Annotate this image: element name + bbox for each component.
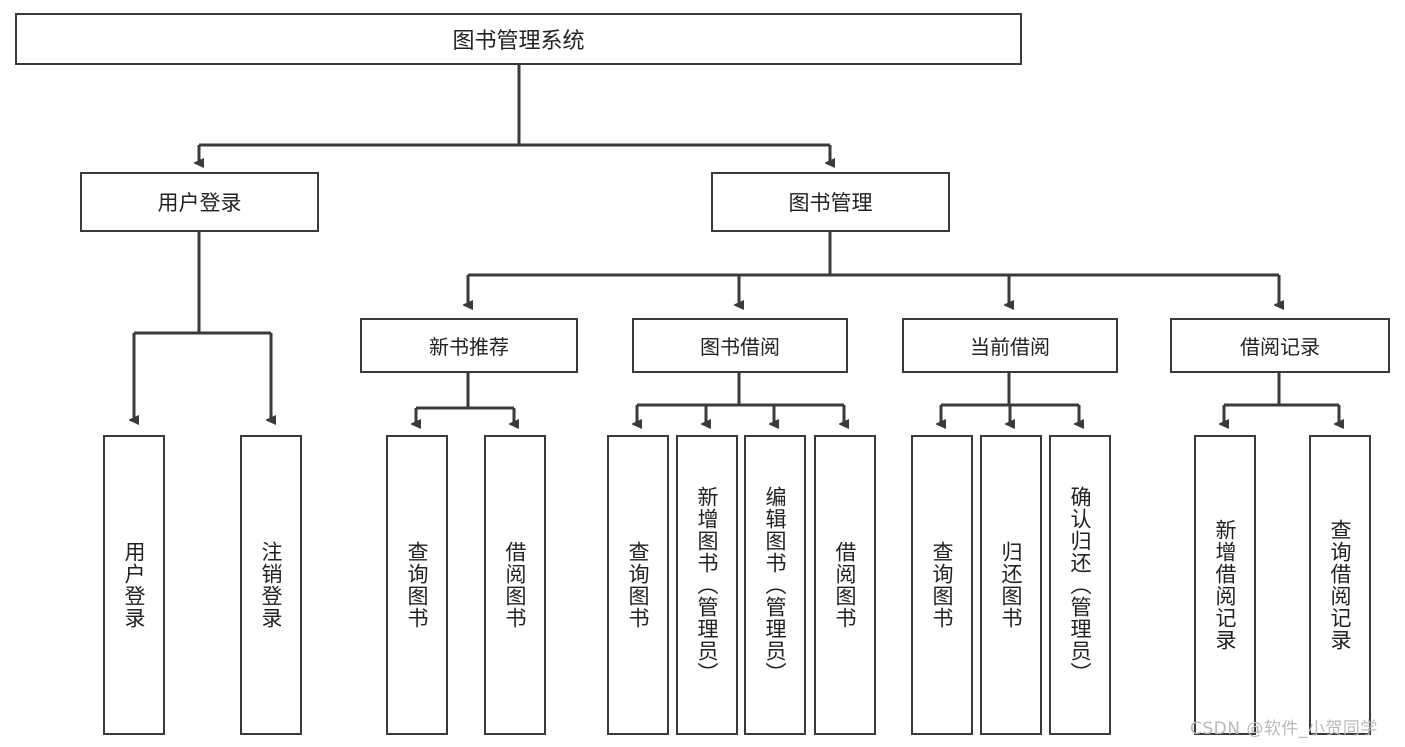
node-current-borrow-label: 当前借阅 [970, 335, 1050, 359]
node-new-book-recommend-label: 新书推荐 [429, 335, 509, 359]
node-leaf-logout-label: 注销登录 [259, 541, 284, 629]
node-leaf-confirm-return-admin[interactable]: 确认归还（管理员） [1049, 435, 1111, 735]
csdn-watermark: CSDN @软件_小贺同学 [1190, 719, 1378, 739]
node-leaf-borrow-book[interactable]: 借阅图书 [814, 435, 876, 735]
node-leaf-borrow-book-recommend[interactable]: 借阅图书 [484, 435, 546, 735]
node-leaf-user-login[interactable]: 用户登录 [103, 435, 165, 735]
node-leaf-query-book-recommend[interactable]: 查询图书 [386, 435, 448, 735]
node-leaf-edit-book-admin-label: 编辑图书（管理员） [763, 486, 788, 684]
node-new-book-recommend[interactable]: 新书推荐 [360, 318, 578, 373]
node-book-manage[interactable]: 图书管理 [711, 172, 950, 232]
node-leaf-return-book[interactable]: 归还图书 [980, 435, 1042, 735]
node-leaf-logout[interactable]: 注销登录 [240, 435, 302, 735]
node-leaf-edit-book-admin[interactable]: 编辑图书（管理员） [744, 435, 806, 735]
node-root-system-label: 图书管理系统 [452, 29, 585, 54]
node-user-login[interactable]: 用户登录 [80, 172, 319, 232]
node-leaf-query-book-current-label: 查询图书 [930, 541, 955, 629]
node-book-borrow[interactable]: 图书借阅 [632, 318, 848, 373]
node-borrow-record[interactable]: 借阅记录 [1170, 318, 1390, 373]
node-leaf-query-book-current[interactable]: 查询图书 [911, 435, 973, 735]
node-leaf-query-borrow-record[interactable]: 查询借阅记录 [1309, 435, 1371, 735]
node-user-login-label: 用户登录 [157, 191, 242, 215]
node-leaf-confirm-return-admin-label: 确认归还（管理员） [1068, 486, 1093, 684]
node-book-manage-label: 图书管理 [788, 191, 873, 215]
node-leaf-add-book-admin-label: 新增图书（管理员） [695, 486, 720, 684]
node-leaf-add-book-admin[interactable]: 新增图书（管理员） [676, 435, 738, 735]
node-leaf-add-borrow-record[interactable]: 新增借阅记录 [1194, 435, 1256, 735]
node-leaf-query-book-borrow[interactable]: 查询图书 [607, 435, 669, 735]
node-current-borrow[interactable]: 当前借阅 [902, 318, 1118, 373]
node-leaf-user-login-label: 用户登录 [122, 541, 147, 629]
node-leaf-add-borrow-record-label: 新增借阅记录 [1213, 519, 1238, 651]
node-leaf-query-borrow-record-label: 查询借阅记录 [1328, 519, 1353, 651]
node-root-system[interactable]: 图书管理系统 [15, 13, 1022, 65]
node-leaf-borrow-book-recommend-label: 借阅图书 [503, 541, 528, 629]
node-borrow-record-label: 借阅记录 [1240, 335, 1320, 359]
node-book-borrow-label: 图书借阅 [700, 335, 780, 359]
node-leaf-query-book-recommend-label: 查询图书 [405, 541, 430, 629]
node-leaf-query-book-borrow-label: 查询图书 [626, 541, 651, 629]
node-leaf-borrow-book-label: 借阅图书 [833, 541, 858, 629]
node-leaf-return-book-label: 归还图书 [999, 541, 1024, 629]
